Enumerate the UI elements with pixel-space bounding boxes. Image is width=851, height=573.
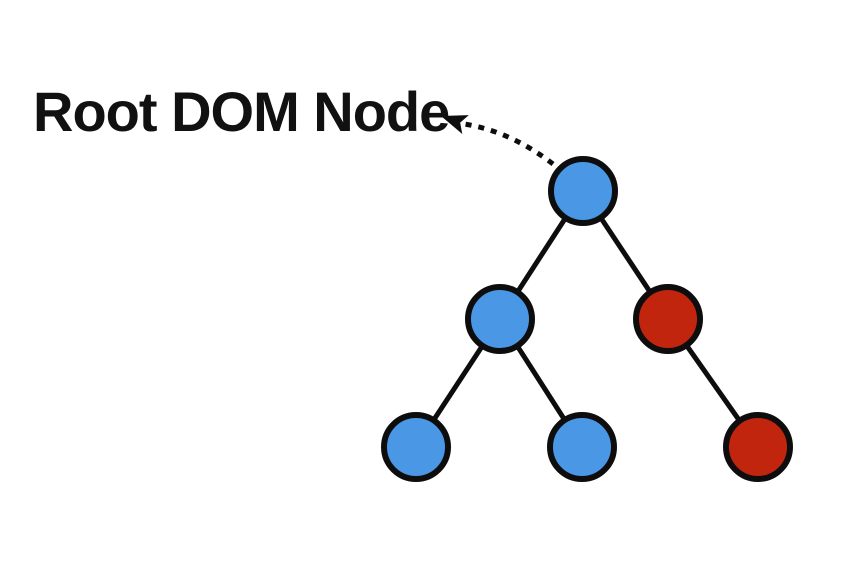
- annotation-arrow: [441, 115, 555, 166]
- arrow-head-icon: [441, 115, 469, 134]
- root-dom-node-label: Root DOM Node: [33, 80, 450, 143]
- tree-node-grandchild-3: [723, 412, 793, 482]
- tree-nodes: [381, 156, 793, 482]
- tree-node-grandchild-2: [547, 412, 617, 482]
- tree-node-child-right: [633, 284, 703, 354]
- tree-node-grandchild-1: [381, 412, 451, 482]
- tree-node-child-left: [465, 284, 535, 354]
- tree-node-root: [548, 156, 618, 226]
- arrow-dotted-line: [463, 121, 555, 166]
